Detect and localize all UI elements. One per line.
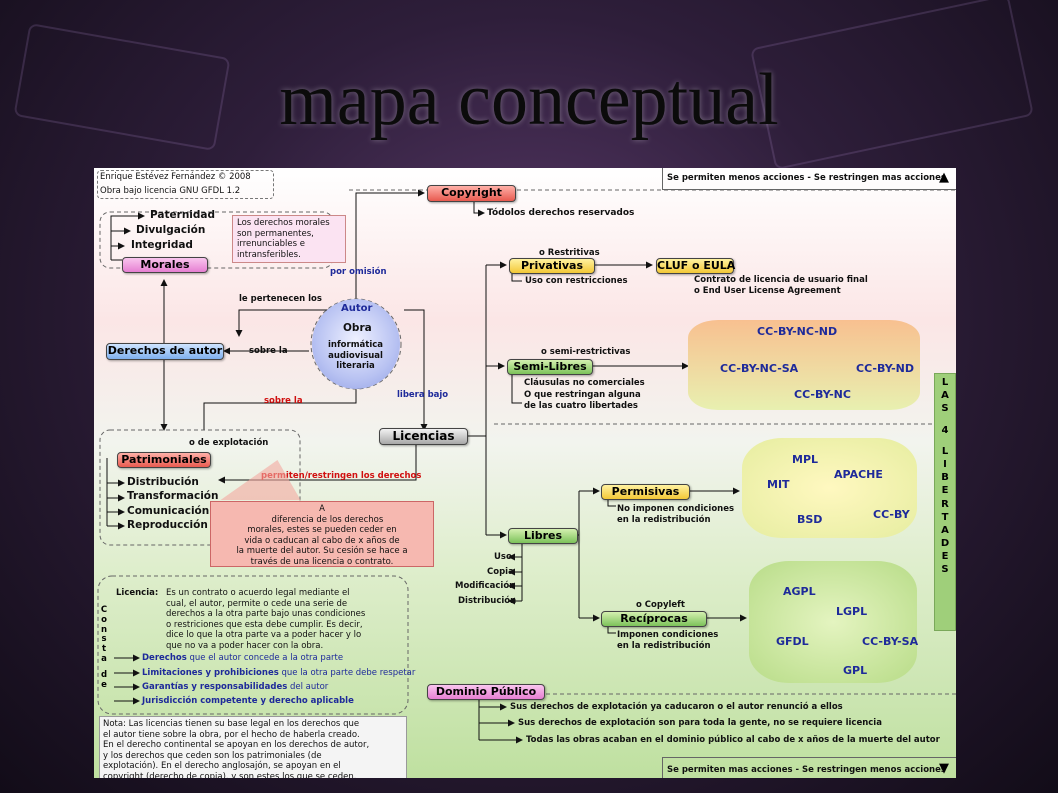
consta-item: Limitaciones y prohibiciones que la otra… (142, 668, 416, 678)
consta-item: Garantías y responsabilidades del autor (142, 682, 329, 692)
label-sobre-la-2: sobre la (264, 396, 303, 406)
consta-item: Jurisdicción competente y derecho aplica… (142, 696, 354, 706)
concept-map: Enrique Estévez Fernández © 2008 Obra ba… (94, 168, 956, 778)
obra-types: informática audiovisual literaria (328, 340, 384, 371)
cluf-node: CLUF o EULA (656, 258, 736, 274)
reciprocas-cloud (749, 561, 917, 683)
morales-node: Morales (122, 257, 208, 273)
label-sobre-la: sobre la (249, 346, 288, 356)
dominio-item: Todas las obras acaban en el dominio púb… (526, 735, 940, 745)
credit-author: Enrique Estévez Fernández © 2008 (100, 172, 251, 182)
nota-box: Nota: Las licencias tienen su base legal… (99, 716, 407, 778)
connector-lines (97, 189, 956, 744)
privativas-desc: Uso con restricciones (525, 276, 628, 286)
dominio-item: Sus derechos de explotación ya caducaron… (510, 702, 843, 712)
license-label: CC-BY-NC-ND (757, 325, 838, 338)
libres-use: Distribución (458, 596, 517, 606)
credit-frame (97, 170, 274, 199)
morales-item: Paternidad (150, 209, 216, 221)
page-title: mapa conceptual (279, 59, 779, 141)
privativas-node: Privativas (509, 258, 595, 274)
bottom-banner: Se permiten mas acciones - Se restringen… (667, 765, 946, 775)
license-label: MIT (767, 478, 790, 491)
license-label: MPL (792, 453, 819, 466)
permisivas-node: Permisivas (601, 484, 690, 500)
permisivas-cloud (742, 438, 917, 538)
licencia-def-text: Es un contrato o acuerdo legal mediante … (166, 588, 366, 651)
patrimoniales-item: Reproducción (127, 519, 208, 531)
arrow-down-icon: ▼ (939, 761, 949, 776)
patrimoniales-item: Transformación (127, 490, 219, 502)
copyright-desc: Tódolos derechos reservados (487, 208, 635, 218)
licencia-def-head: Licencia: (116, 588, 159, 598)
label-copyleft: o Copyleft (636, 600, 685, 610)
license-label: LGPL (836, 605, 868, 618)
licencias-node: Licencias (379, 428, 468, 445)
derechos-autor-node: Derechos de autor (106, 343, 224, 360)
label-restritivas: o Restritivas (539, 248, 600, 258)
patrimoniales-note: A diferencia de los derechos morales, es… (210, 501, 434, 567)
dominio-item: Sus derechos de explotación son para tod… (518, 718, 882, 728)
reciprocas-desc: Imponen condiciones en la redistribución (617, 630, 719, 651)
bottom-banner-frame (662, 757, 956, 778)
license-label: GFDL (776, 635, 809, 648)
semi-libres-cloud (688, 320, 920, 410)
autor-label: Autor (341, 303, 373, 314)
arrow-up-icon: ▲ (939, 170, 949, 185)
dominio-publico-node: Dominio Público (427, 684, 545, 700)
libres-use: Copia (487, 567, 514, 577)
reciprocas-node: Recíprocas (601, 611, 707, 627)
semi-libres-desc: O que restringan alguna de las cuatro li… (524, 390, 641, 411)
patrimoniales-item: Distribución (127, 476, 199, 488)
permisivas-desc: No imponen condiciones en la redistribuc… (617, 504, 735, 525)
license-label: GPL (843, 664, 868, 677)
label-semi-restrictivas: o semi-restrictivas (541, 347, 631, 357)
top-banner: Se permiten menos acciones - Se restring… (667, 173, 946, 183)
morales-note: Los derechos morales son permanentes, ir… (232, 215, 346, 263)
license-label: CC-BY (873, 508, 910, 521)
libres-node: Libres (508, 528, 578, 544)
license-label: AGPL (783, 585, 816, 598)
label-libera-bajo: libera bajo (397, 390, 449, 400)
libres-use: Modificación (455, 581, 516, 591)
semi-libres-node: Semi-Libres (507, 359, 593, 375)
morales-item: Integridad (131, 239, 193, 251)
label-explotacion: o de explotación (189, 438, 269, 448)
license-label: CC-BY-NC-SA (720, 362, 799, 375)
license-label: CC-BY-NC (794, 388, 851, 401)
obra-label: Obra (343, 322, 372, 334)
license-label: CC-BY-SA (862, 635, 919, 648)
cluf-desc: Contrato de licencia de usuario final o … (694, 275, 868, 296)
copyright-node: Copyright (427, 185, 516, 202)
credit-license: Obra bajo licencia GNU GFDL 1.2 (100, 186, 241, 196)
consta-item: Derechos que el autor concede a la otra … (142, 653, 344, 663)
top-banner-frame (662, 168, 956, 190)
license-label: CC-BY-ND (856, 362, 914, 375)
license-label: BSD (797, 513, 823, 526)
label-permiten: permiten/restringen los derechos (261, 471, 422, 481)
semi-libres-desc: Cláusulas no comerciales (524, 378, 645, 388)
label-por-omision: por omisión (330, 267, 387, 277)
license-label: APACHE (834, 468, 883, 481)
obra-circle (312, 299, 400, 389)
morales-item: Divulgación (136, 224, 206, 236)
label-le-pertenecen: le pertenecen los (239, 294, 322, 304)
patrimoniales-item: Comunicación pública (127, 505, 256, 517)
patrimoniales-node: Patrimoniales (117, 452, 211, 468)
libres-use: Uso (494, 552, 512, 562)
